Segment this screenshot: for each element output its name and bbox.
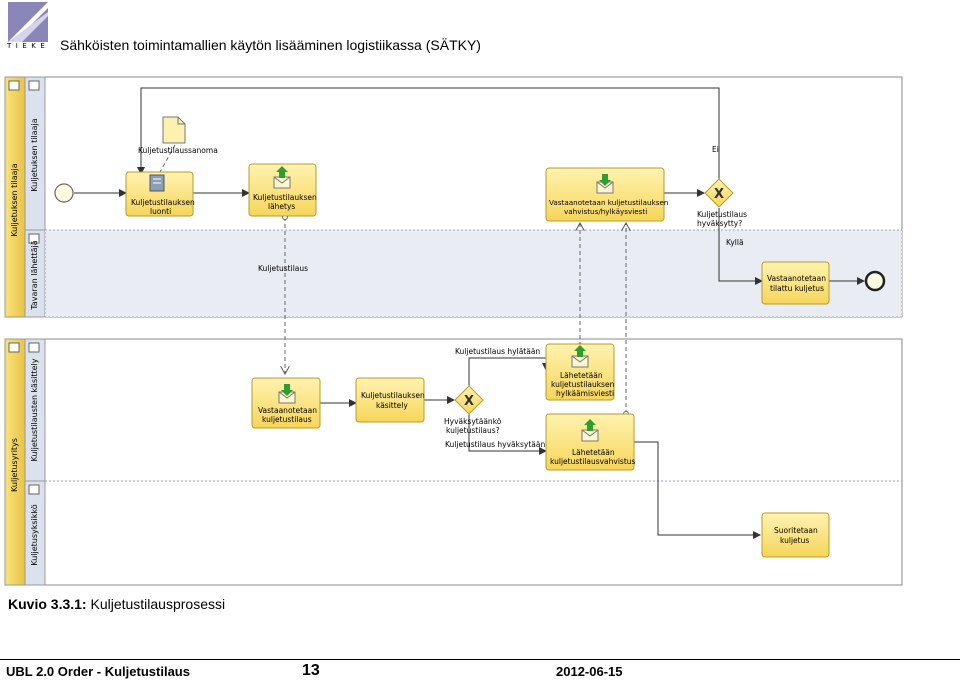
task-suoritetaan-kuljetus: Suoritetaan kuljetus bbox=[761, 512, 830, 558]
task-kuljetustilauksen-kasittely: Kuljetustilauksen käsittely bbox=[355, 377, 425, 423]
task-vastaanotetaan-kuljetustilaus: Vastaanotetaan kuljetustilaus bbox=[251, 377, 321, 429]
svg-text:luonti: luonti bbox=[150, 207, 171, 216]
svg-text:Kuljetustilaus: Kuljetustilaus bbox=[697, 210, 747, 219]
data-object: Kuljetustilaussanoma bbox=[138, 116, 218, 155]
svg-text:Vastaanotetaan: Vastaanotetaan bbox=[767, 274, 826, 283]
task-vastaanotetaan-tilattu-kuljetus: Vastaanotetaan tilattu kuljetus bbox=[761, 261, 830, 305]
flow-label-rejected: Kuljetustilaus hylätään bbox=[455, 347, 540, 356]
svg-text:kuljetustilausvahvistus: kuljetustilausvahvistus bbox=[550, 457, 636, 466]
lane-label: Kuljetuksen tilaaja bbox=[30, 118, 39, 191]
receive-arrow-icon bbox=[281, 384, 293, 396]
gateway-kuljetustilaus-hyvaksytty: X Kuljetustilaus hyväksytty? bbox=[697, 178, 747, 228]
figure-caption: Kuvio 3.3.1: Kuljetustilausprosessi bbox=[8, 596, 225, 612]
svg-text:Vastaanotetaan kuljetustilauks: Vastaanotetaan kuljetustilauksen bbox=[549, 198, 668, 207]
task-lahetetaan-hylkaamisviesti: Lähetetään kuljetustilauksen hylkäämisvi… bbox=[545, 343, 615, 401]
svg-text:Hyväksytäänkö: Hyväksytäänkö bbox=[444, 417, 502, 426]
tieke-logo bbox=[8, 2, 48, 50]
lane-label: Kuljetustilausten käsittely bbox=[30, 358, 39, 461]
svg-text:lähetys: lähetys bbox=[268, 202, 295, 211]
start-event bbox=[54, 183, 74, 203]
svg-text:vahvistus/hylkäysviesti: vahvistus/hylkäysviesti bbox=[564, 207, 647, 216]
lane-label: Kuljetusyksikkö bbox=[30, 504, 39, 565]
footer-page-number: 13 bbox=[302, 662, 320, 679]
send-arrow-icon bbox=[584, 419, 596, 431]
flow-label-message: Kuljetustilaus bbox=[258, 264, 308, 273]
svg-text:kuljetustilauksen: kuljetustilauksen bbox=[551, 380, 615, 389]
svg-text:kuljetustilaus: kuljetustilaus bbox=[262, 415, 312, 424]
page-title: Sähköisten toimintamallien käytön lisääm… bbox=[60, 37, 481, 53]
sequence-flows bbox=[74, 87, 865, 539]
svg-text:Vastaanotetaan: Vastaanotetaan bbox=[258, 406, 317, 415]
svg-text:Kuljetustilauksen: Kuljetustilauksen bbox=[131, 198, 195, 207]
flow-label-kylla: Kyllä bbox=[726, 238, 744, 247]
send-arrow-icon bbox=[574, 345, 586, 357]
svg-text:kuljetustilaus?: kuljetustilaus? bbox=[446, 426, 500, 435]
svg-text:käsittely: käsittely bbox=[376, 401, 408, 410]
footer-date: 2012-06-15 bbox=[556, 664, 623, 679]
pool-kuljetusyritys: Kuljetusyritys Kuljetustilausten käsitte… bbox=[4, 338, 903, 586]
send-arrow-icon bbox=[276, 166, 288, 178]
svg-text:Kuljetustilauksen: Kuljetustilauksen bbox=[253, 193, 317, 202]
task-vastaanotetaan-vahvistus: Vastaanotetaan kuljetustilauksen vahvist… bbox=[545, 167, 668, 222]
message-flows bbox=[159, 144, 626, 414]
flow-label-ei: Ei bbox=[712, 145, 719, 154]
flow-label-accepted: Kuljetustilaus hyväksytään bbox=[445, 440, 545, 449]
end-event bbox=[864, 270, 886, 292]
svg-text:tilattu kuljetus: tilattu kuljetus bbox=[770, 284, 824, 293]
task-kuljetustilauksen-luonti: Kuljetustilauksen luonti bbox=[125, 171, 195, 217]
pool-label: Kuljetusyritys bbox=[10, 438, 19, 492]
svg-text:X: X bbox=[464, 394, 474, 409]
figure-number: Kuvio 3.3.1: bbox=[8, 596, 87, 612]
task-kuljetustilauksen-lahetys: Kuljetustilauksen lähetys bbox=[248, 163, 317, 217]
footer-divider bbox=[0, 659, 960, 660]
pool-label: Kuljetuksen tilaaja bbox=[10, 163, 19, 236]
logo-text: TIEKE bbox=[7, 42, 50, 50]
receive-arrow-icon bbox=[599, 174, 611, 186]
svg-text:kuljetus: kuljetus bbox=[780, 536, 809, 545]
gateway-hyvaksytaanko: X Hyväksytäänkö kuljetustilaus? bbox=[444, 385, 502, 435]
pool-kuljetuksen-tilaaja: Kuljetuksen tilaaja Kuljetuksen tilaaja … bbox=[4, 76, 903, 318]
svg-text:hyväksytty?: hyväksytty? bbox=[697, 219, 742, 228]
lane-label: Tavaran lähettäjä bbox=[30, 240, 39, 310]
svg-text:Kuljetustilauksen: Kuljetustilauksen bbox=[361, 391, 425, 400]
svg-text:Suoritetaan: Suoritetaan bbox=[774, 526, 818, 535]
svg-text:Kuljetustilaussanoma: Kuljetustilaussanoma bbox=[138, 146, 218, 155]
svg-text:X: X bbox=[714, 187, 724, 202]
task-lahetetaan-kuljetustilausvahvistus: Lähetetään kuljetustilausvahvistus bbox=[545, 413, 636, 471]
figure-caption-text: Kuljetustilausprosessi bbox=[86, 596, 226, 612]
svg-text:hylkäämisviesti: hylkäämisviesti bbox=[556, 389, 614, 398]
svg-text:Lähetetään: Lähetetään bbox=[572, 448, 615, 457]
svg-text:Lähetetään: Lähetetään bbox=[560, 371, 603, 380]
footer-document-title: UBL 2.0 Order - Kuljetustilaus bbox=[6, 664, 190, 679]
